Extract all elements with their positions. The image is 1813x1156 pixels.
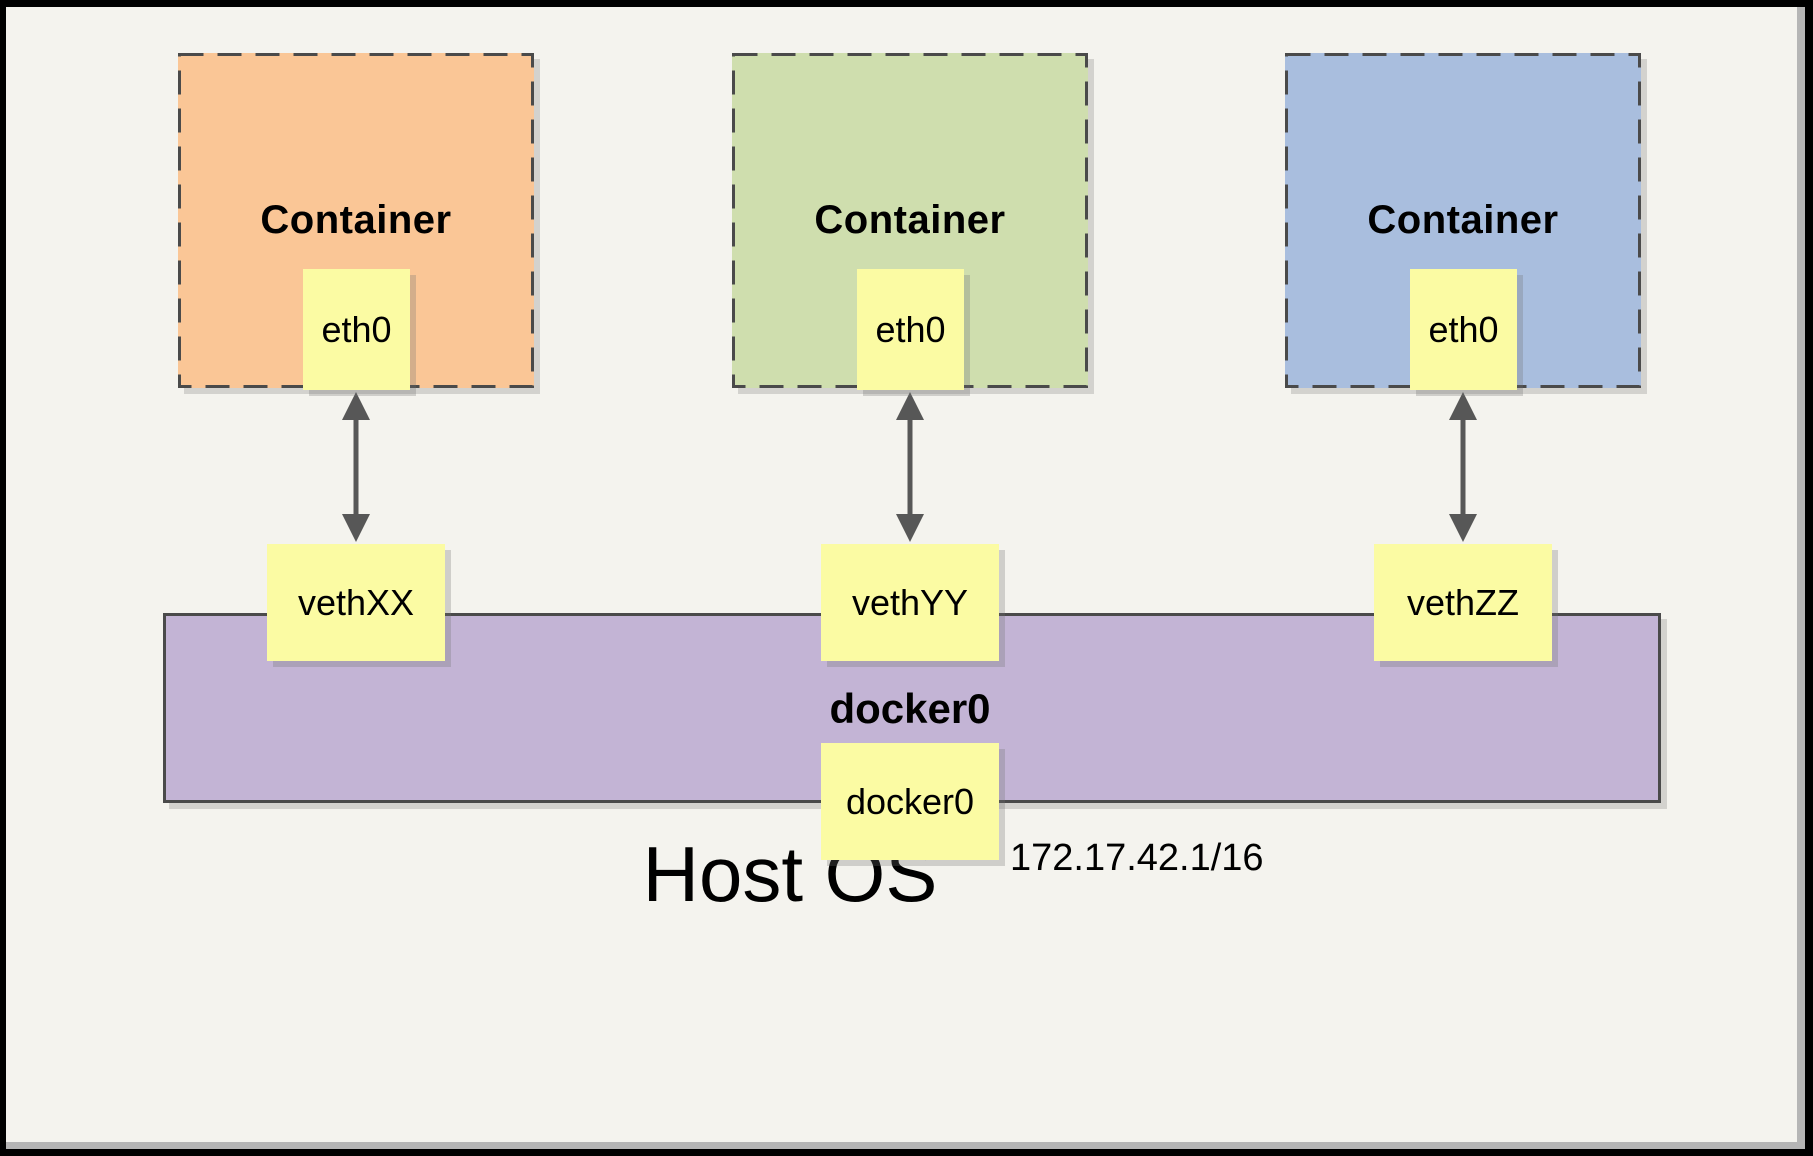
container-label: Container (814, 198, 1006, 242)
veth-label: vethYY (851, 581, 969, 623)
double-arrow-icon (896, 392, 924, 542)
docker0-bridge-label: docker0 (829, 685, 991, 732)
double-arrow-icon (342, 392, 370, 542)
veth-box: vethXX (267, 544, 445, 661)
container-box: Container (1285, 53, 1641, 388)
eth0-label: eth0 (1428, 308, 1499, 350)
bridge-ip-address: 172.17.42.1/16 (1010, 837, 1264, 879)
veth-box: vethZZ (1374, 544, 1552, 661)
veth-label: vethXX (297, 581, 415, 623)
eth0-label: eth0 (875, 308, 946, 350)
eth0-interface-box: eth0 (303, 269, 410, 390)
eth0-interface-box: eth0 (857, 269, 964, 390)
eth0-label: eth0 (321, 308, 392, 350)
double-arrow-icon (1449, 392, 1477, 542)
veth-box: vethYY (821, 544, 999, 661)
eth0-interface-box: eth0 (1410, 269, 1517, 390)
docker0-interface-label: docker0 (845, 780, 975, 822)
container-label: Container (1367, 198, 1559, 242)
docker0-interface-box: docker0 (821, 743, 999, 860)
veth-label: vethZZ (1406, 581, 1520, 623)
container-label: Container (260, 198, 452, 242)
diagram-frame: Container eth0 vethXX Container eth0 (6, 7, 1805, 1149)
container-box: Container (732, 53, 1088, 388)
